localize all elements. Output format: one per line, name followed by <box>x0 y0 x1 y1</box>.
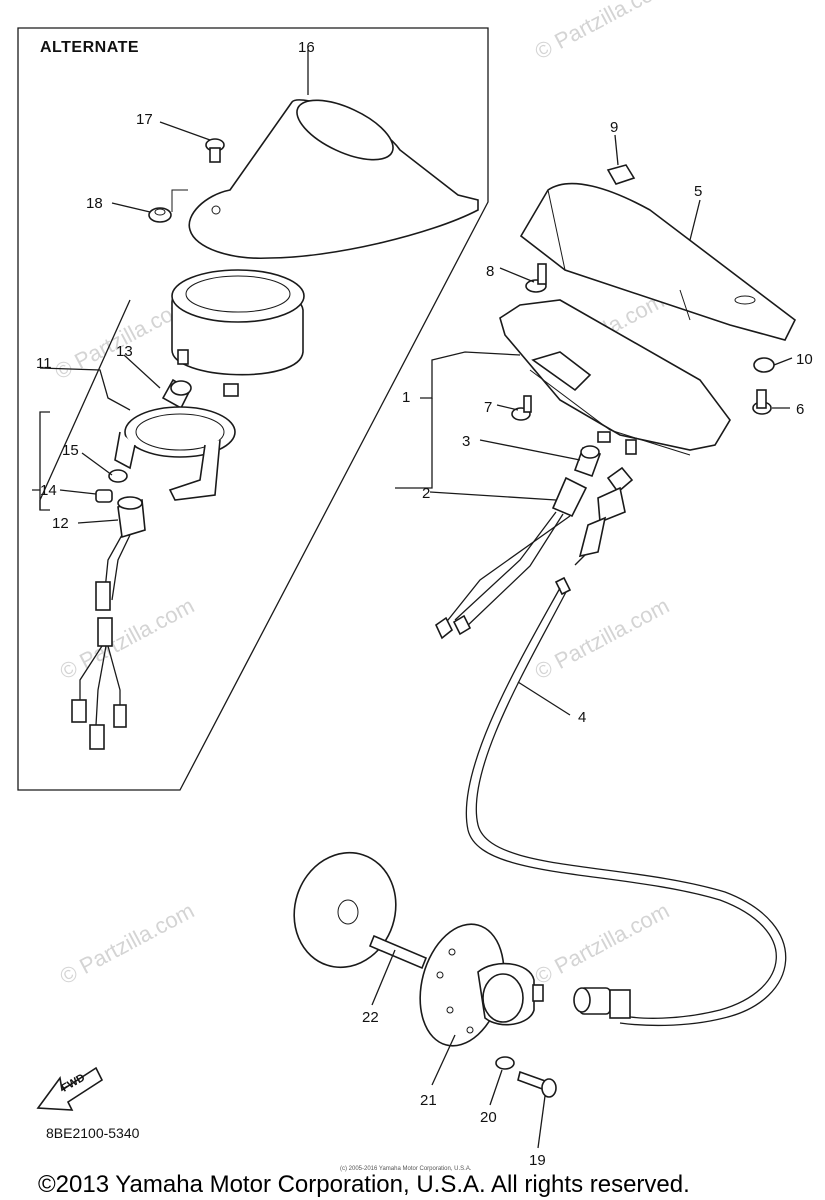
part-19-bolt <box>517 1070 557 1098</box>
cable-meter-end <box>574 466 634 566</box>
part-8-screw <box>525 263 547 293</box>
part-4-cable <box>465 576 787 1027</box>
callout-5: 5 <box>694 183 702 200</box>
part-6-screw <box>752 389 772 415</box>
part-10-grommet <box>753 357 775 373</box>
callout-labels: 1 2 3 4 5 6 7 8 9 10 11 12 13 14 15 16 1… <box>36 39 813 1169</box>
part-7-screw <box>511 395 532 421</box>
part-13-bulb <box>161 378 192 410</box>
part-14-nut <box>95 489 113 503</box>
part-2-socket <box>434 476 588 640</box>
part-3-bulb <box>573 445 602 478</box>
part-22-drive-pin <box>368 934 428 970</box>
callout-7: 7 <box>484 399 492 416</box>
callout-14: 14 <box>40 482 57 499</box>
callout-20: 20 <box>480 1109 497 1126</box>
callout-8: 8 <box>486 263 494 280</box>
part-16-meter-cover <box>188 99 479 259</box>
callout-2: 2 <box>422 485 430 502</box>
part-11-bracket <box>114 406 236 501</box>
watermark: © Partzilla.com <box>531 898 674 990</box>
part-9-grommet <box>606 164 636 185</box>
callout-9: 9 <box>610 119 618 136</box>
leader-lines <box>32 50 793 1149</box>
callout-21: 21 <box>420 1092 437 1109</box>
callout-11: 11 <box>36 355 52 372</box>
fwd-arrow-icon: FWD <box>36 1066 104 1111</box>
footer-copyright: ©2013 Yamaha Motor Corporation, U.S.A. A… <box>38 1171 690 1198</box>
part-15-washer <box>108 469 128 483</box>
watermark: © Partzilla.com <box>56 898 199 990</box>
brake-disc <box>293 851 397 969</box>
part-12-socket-harness <box>71 496 146 750</box>
callout-22: 22 <box>362 1009 379 1026</box>
callout-19: 19 <box>529 1152 546 1169</box>
callout-1: 1 <box>402 389 410 406</box>
callout-10: 10 <box>796 351 813 368</box>
callout-13: 13 <box>116 343 133 360</box>
part-5-meter-cover <box>519 182 797 341</box>
part-21-gear-unit <box>419 923 544 1047</box>
callout-16: 16 <box>298 39 315 56</box>
callout-15: 15 <box>62 442 79 459</box>
drawing-code: 8BE2100-5340 <box>46 1125 140 1141</box>
alternate-label: ALTERNATE <box>40 39 139 56</box>
callout-17: 17 <box>136 111 153 128</box>
part-18-grommet <box>148 207 172 223</box>
callout-3: 3 <box>462 433 470 450</box>
callout-4: 4 <box>578 709 586 726</box>
watermark: © Partzilla.com <box>531 593 674 685</box>
alternate-meter-body <box>171 269 305 397</box>
main-meter-case <box>499 299 731 456</box>
watermark: © Partzilla.com <box>531 0 674 64</box>
callout-12: 12 <box>52 515 69 532</box>
callout-18: 18 <box>86 195 103 212</box>
small-copyright: (c) 2005-2016 Yamaha Motor Corporation, … <box>340 1166 472 1172</box>
callout-6: 6 <box>796 401 804 418</box>
part-20-washer <box>495 1056 515 1070</box>
watermark: © Partzilla.com <box>56 593 199 685</box>
part-17-screw <box>205 138 225 163</box>
alternate-frame <box>17 27 489 791</box>
